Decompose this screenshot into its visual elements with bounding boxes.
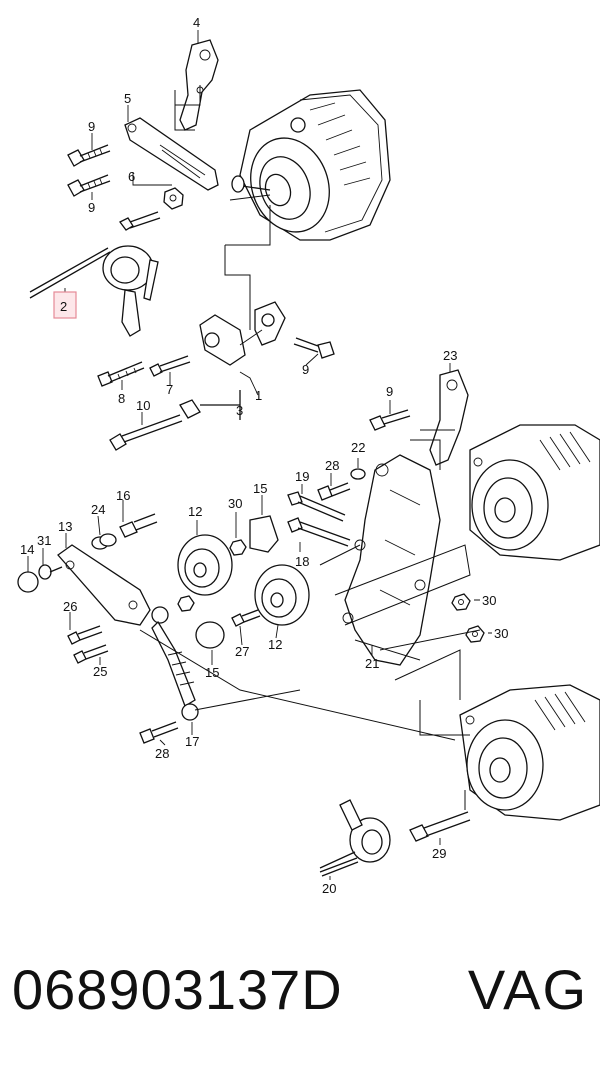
bracket-21 (342, 454, 441, 666)
callout-4: 4 (193, 15, 200, 30)
bolt-9-mid (293, 337, 335, 359)
footer: 068903137D VAG (0, 945, 600, 1045)
callout-3: 3 (236, 403, 243, 418)
cover-14-upper (249, 515, 279, 553)
callout-29-a: 28 (325, 458, 339, 473)
callout-labels: 4 5 9 9 6 2 8 7 1 3 10 9 23 9 22 28 19 1… (20, 15, 508, 896)
callout-26: 27 (235, 644, 249, 659)
bolt-9-top (67, 144, 111, 167)
bolt-27 (67, 625, 103, 645)
nut-30-center (177, 595, 195, 612)
callout-2: 2 (60, 299, 67, 314)
callout-9-d: 9 (386, 384, 393, 399)
pulley-12-right (254, 564, 310, 626)
bracket-23 (429, 369, 469, 466)
bolt-8 (97, 361, 145, 387)
callout-19: 19 (295, 469, 309, 484)
callout-18: 18 (295, 554, 309, 569)
bolt-19 (287, 491, 346, 522)
bolt-29-upper (317, 482, 351, 501)
callout-25: 25 (93, 664, 107, 679)
highlight-box-callout-2 (53, 291, 77, 319)
parts-diagram: 4 5 9 9 6 2 8 7 1 3 10 9 23 9 22 28 19 1… (17, 15, 600, 896)
callout-30-a: 30 (228, 496, 242, 511)
callout-27: 26 (63, 599, 77, 614)
screw-31 (38, 564, 63, 580)
bolt-29-lower (139, 721, 179, 744)
brand-label: VAG (467, 958, 588, 1021)
callout-6: 6 (128, 169, 135, 184)
part-number: 068903137D (12, 958, 343, 1021)
nut-30-right-lower (465, 625, 485, 643)
callout-12-a: 12 (188, 504, 202, 519)
callout-21: 21 (365, 656, 379, 671)
bracket-13 (57, 544, 151, 626)
bush-3 (179, 390, 241, 420)
bolt-26 (231, 609, 261, 627)
alternator-lower (459, 684, 600, 821)
callout-17: 16 (116, 488, 130, 503)
callout-1: 1 (255, 388, 262, 403)
callout-29-b: 28 (155, 746, 169, 761)
nut-30-right-upper (451, 593, 471, 611)
assembly-lines (139, 85, 481, 810)
bracket-5 (124, 117, 219, 191)
bolt-7-lower (149, 355, 191, 377)
callout-16: 17 (185, 734, 199, 749)
alternator-upper (231, 89, 391, 241)
callout-31: 31 (37, 533, 51, 548)
pulley-12-left (177, 534, 233, 596)
bolt-18 (287, 517, 351, 547)
callout-15: 14 (20, 542, 34, 557)
callout-28: 29 (432, 846, 446, 861)
callout-22: 22 (351, 440, 365, 455)
nut-30-left (229, 539, 247, 556)
callout-8: 8 (118, 391, 125, 406)
tensioner-2 (29, 245, 159, 337)
nut-6 (163, 187, 184, 210)
bolt-9-right (369, 409, 411, 431)
callout-20: 20 (322, 881, 336, 896)
alternator-middle (469, 424, 600, 561)
callout-23: 23 (443, 348, 457, 363)
callout-9-a: 9 (88, 119, 95, 134)
damper-16 (151, 606, 199, 721)
bolt-17 (119, 513, 158, 538)
callout-30-c: 30 (494, 626, 508, 641)
callout-13: 13 (58, 519, 72, 534)
bolt-28 (409, 811, 471, 842)
sleeve-24 (91, 533, 117, 550)
callout-24: 24 (91, 502, 105, 517)
bracket-4 (179, 39, 219, 131)
callout-7: 7 (166, 382, 173, 397)
leader-lines (27, 30, 492, 880)
callout-14-a: 15 (253, 481, 267, 496)
cap-15 (17, 571, 39, 593)
bolt-25 (73, 644, 109, 664)
washer-22 (350, 468, 366, 480)
callout-10: 10 (136, 398, 150, 413)
callout-12-b: 12 (268, 637, 282, 652)
callout-30-b: 30 (482, 593, 496, 608)
callout-9-b: 9 (88, 200, 95, 215)
tensioner-20 (319, 799, 391, 877)
bolt-10 (109, 414, 183, 451)
callout-9-c: 9 (302, 362, 309, 377)
cap-14-lower (195, 621, 225, 649)
bolt-9-second (67, 174, 111, 197)
callout-14-b: 15 (205, 665, 219, 680)
mount-bracket-1 (199, 301, 286, 366)
callout-5: 5 (124, 91, 131, 106)
bolt-7-upper (119, 211, 161, 231)
